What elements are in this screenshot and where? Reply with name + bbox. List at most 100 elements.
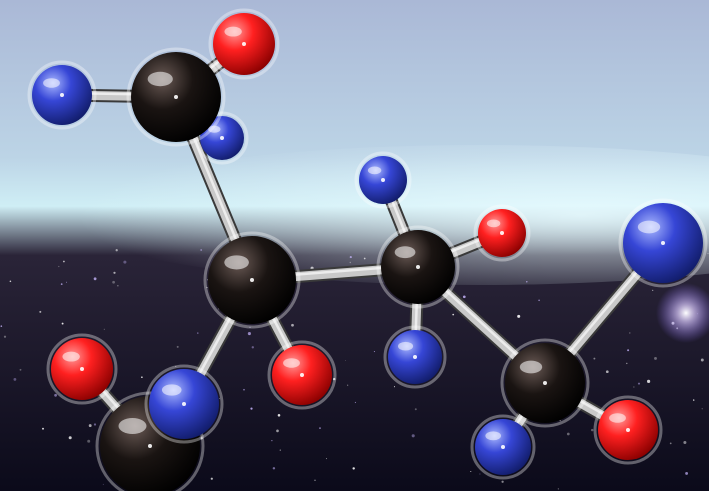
star — [669, 442, 672, 445]
star — [42, 427, 44, 430]
star — [115, 249, 118, 252]
hydrogen-atom — [354, 151, 412, 209]
star — [250, 407, 253, 410]
star — [700, 358, 704, 362]
star — [219, 397, 221, 399]
star — [517, 314, 521, 318]
star — [247, 332, 251, 336]
star — [63, 260, 65, 263]
star — [593, 357, 596, 360]
atoms-layer — [27, 8, 708, 491]
star — [19, 368, 22, 371]
star — [373, 351, 375, 353]
star — [113, 271, 116, 274]
star — [68, 436, 72, 440]
star — [647, 379, 651, 383]
star — [633, 386, 635, 388]
star — [87, 439, 91, 443]
star — [279, 449, 281, 451]
star — [479, 473, 481, 475]
star — [291, 323, 294, 327]
oxygen-atom — [208, 8, 280, 80]
hydrogen-atom — [144, 364, 224, 444]
star — [175, 365, 177, 367]
star — [54, 393, 58, 397]
star — [117, 285, 119, 287]
star — [272, 467, 276, 470]
star — [39, 310, 42, 313]
star — [200, 437, 203, 440]
star — [559, 419, 561, 422]
star — [277, 414, 281, 417]
star — [102, 483, 104, 485]
oxygen-atom — [46, 333, 118, 405]
star — [349, 261, 352, 264]
star — [123, 260, 127, 264]
star — [626, 362, 628, 365]
star — [207, 279, 209, 281]
hydrogen-atom — [27, 60, 97, 130]
star — [501, 480, 504, 483]
star — [141, 376, 143, 378]
star — [347, 384, 349, 386]
star — [332, 377, 336, 381]
star — [637, 382, 641, 385]
star — [206, 287, 208, 289]
star — [701, 408, 703, 410]
star — [605, 370, 609, 374]
star — [0, 325, 3, 327]
star — [9, 280, 12, 283]
star — [210, 477, 213, 480]
star — [103, 328, 105, 330]
star — [13, 378, 17, 381]
star — [66, 281, 68, 283]
star — [590, 428, 594, 432]
star — [61, 322, 64, 325]
star — [251, 346, 254, 349]
star — [314, 479, 316, 481]
star — [276, 429, 279, 433]
star — [470, 470, 472, 473]
star — [652, 289, 654, 292]
star — [243, 388, 245, 391]
star — [325, 458, 328, 460]
star — [683, 440, 687, 445]
star — [629, 332, 631, 334]
hydrogen-atom — [618, 198, 708, 288]
hydrogen-atom — [383, 325, 447, 389]
hydrogen-atom — [195, 111, 249, 165]
star — [349, 256, 352, 259]
carbon-atom — [126, 47, 226, 147]
star — [566, 432, 570, 436]
carbon-atom — [203, 231, 301, 329]
star — [249, 326, 251, 328]
star — [271, 440, 273, 442]
star — [319, 427, 321, 429]
star — [693, 399, 695, 401]
oxygen-atom — [593, 395, 663, 465]
star — [176, 345, 179, 348]
star — [60, 283, 63, 285]
star — [414, 408, 417, 411]
bright-star — [656, 283, 709, 343]
star — [685, 471, 689, 475]
star — [707, 252, 709, 254]
star — [557, 488, 559, 490]
star — [93, 277, 97, 281]
star — [462, 295, 466, 299]
star — [3, 335, 7, 338]
star — [345, 360, 346, 361]
star — [197, 332, 199, 334]
star — [393, 386, 396, 388]
star — [200, 249, 203, 251]
carbon-atom — [500, 338, 590, 428]
star — [88, 424, 92, 428]
star — [354, 401, 356, 404]
star — [627, 349, 630, 352]
star — [58, 265, 60, 268]
oxygen-atom — [267, 340, 337, 410]
star — [411, 434, 415, 438]
star — [363, 257, 366, 260]
carbon-atom — [376, 225, 460, 309]
